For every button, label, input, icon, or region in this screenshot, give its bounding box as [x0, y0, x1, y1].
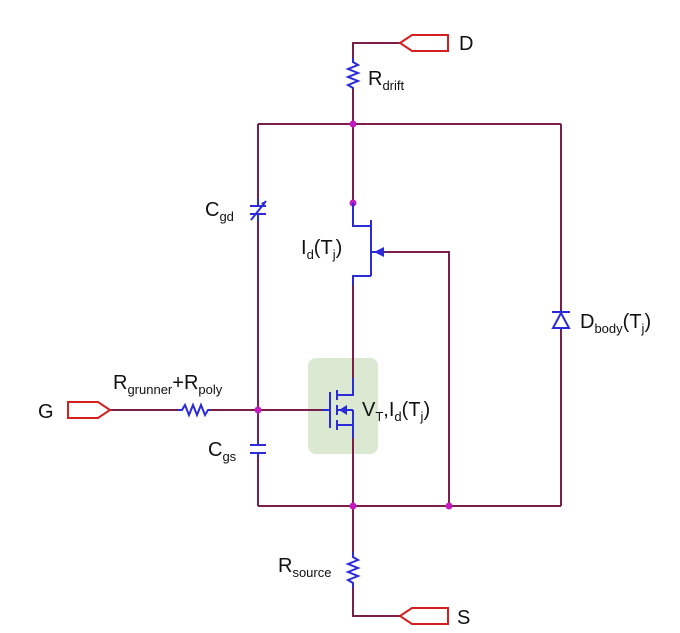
- c-gs-label: Cgs: [208, 439, 237, 464]
- wires: [110, 42, 562, 617]
- body-diode-symbol: [551, 310, 571, 330]
- r-drift-resistor: [345, 58, 361, 89]
- c-gd-label: Cgd: [205, 199, 234, 224]
- body-diode-label: Dbody(Tj): [580, 311, 651, 336]
- gate-port: [67, 401, 112, 419]
- r-gate-resistor: [178, 402, 210, 418]
- gate-label: G: [38, 401, 54, 423]
- r-drift-label: Rdrift: [368, 68, 405, 93]
- mosfet-highlight: [308, 358, 378, 454]
- drain-port: [398, 34, 449, 52]
- jfet-symbol: [352, 203, 385, 285]
- source-label: S: [457, 607, 470, 629]
- jfet-label: Id(Tj): [301, 237, 342, 262]
- r-gate-label: Rgrunner+Rpoly: [113, 372, 223, 397]
- r-source-resistor: [345, 552, 361, 588]
- mosfet-symbol: [322, 378, 354, 438]
- source-port: [398, 607, 449, 625]
- c-gs-capacitor: [250, 440, 266, 458]
- r-source-label: Rsource: [278, 555, 331, 580]
- drain-label: D: [459, 33, 473, 55]
- mosfet-label: VT,Id(Tj): [362, 399, 430, 424]
- c-gd-capacitor: [250, 198, 267, 222]
